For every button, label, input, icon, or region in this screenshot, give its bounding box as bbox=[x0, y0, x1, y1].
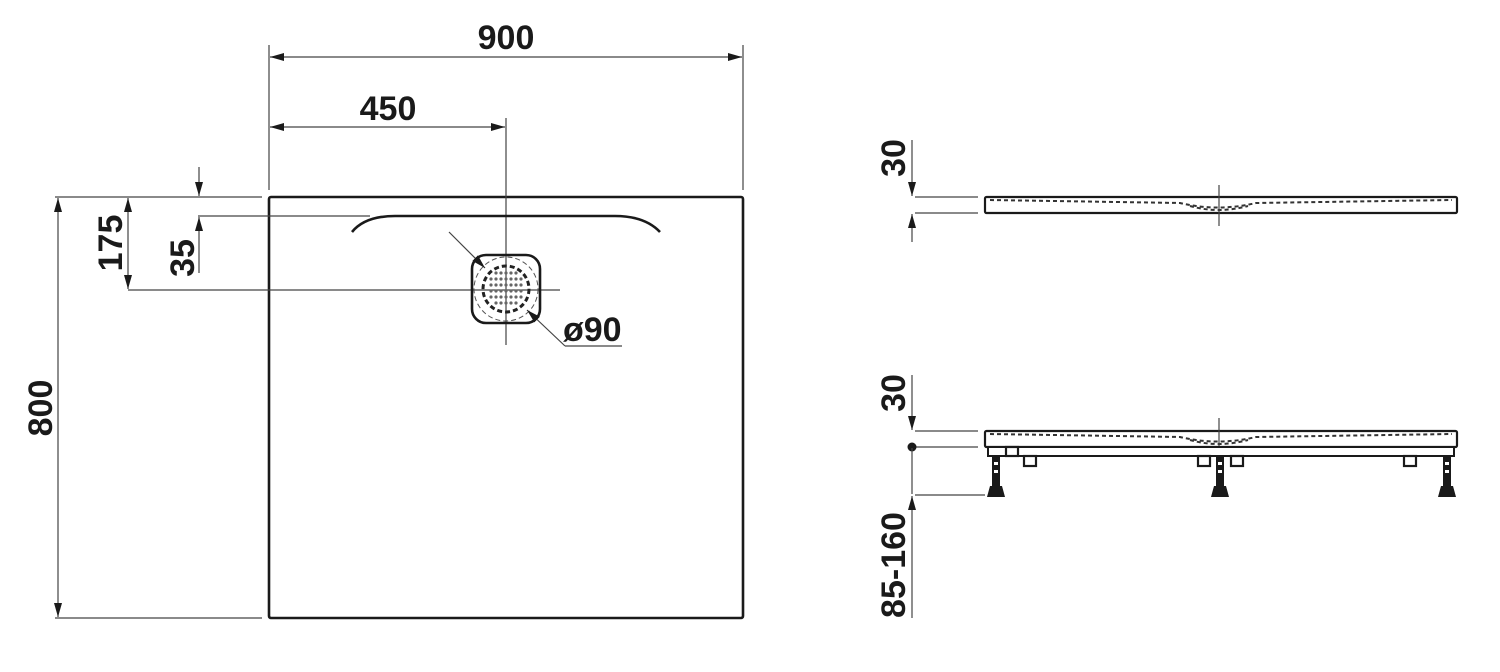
adjustable-leg-left bbox=[987, 456, 1005, 497]
plan-view: 900 450 800 175 35 bbox=[22, 19, 745, 620]
drain bbox=[470, 253, 542, 325]
water-slot-curve bbox=[350, 214, 661, 233]
adjustable-leg-right bbox=[1438, 456, 1456, 497]
thickness-label-top: 30 bbox=[875, 139, 913, 177]
thickness-label-bottom: 30 bbox=[875, 374, 913, 412]
drain-diameter-label: ø90 bbox=[563, 311, 622, 349]
side-view-tray: 30 bbox=[875, 139, 1459, 242]
depth-dimension-label: 800 bbox=[22, 380, 60, 437]
support-frame bbox=[987, 446, 1455, 457]
drain-offset-x-label: 450 bbox=[360, 90, 417, 128]
reference-dot bbox=[907, 442, 917, 452]
drain-offset-y-label: 175 bbox=[92, 215, 130, 272]
side-view-with-legs: 30 85-160 bbox=[875, 374, 1459, 618]
width-dimension-label: 900 bbox=[478, 19, 535, 57]
adjustable-leg-middle bbox=[1211, 456, 1229, 497]
slot-offset-label: 35 bbox=[164, 239, 202, 277]
leg-height-label: 85-160 bbox=[875, 512, 913, 618]
